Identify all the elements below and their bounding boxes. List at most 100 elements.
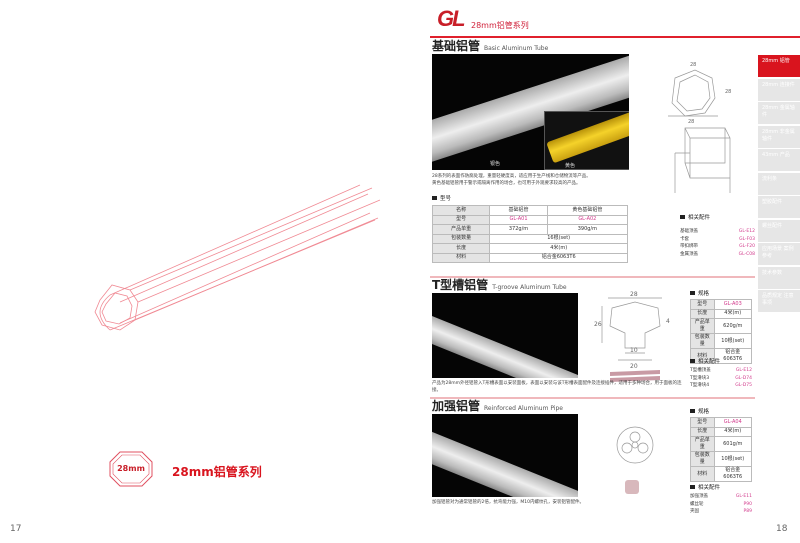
svg-text:28: 28 — [630, 291, 638, 298]
sidebar-item[interactable]: 塑胶配件 — [758, 196, 800, 218]
yellow-label: 黄色 — [565, 163, 576, 169]
reinforced-photo — [432, 414, 578, 497]
basic-tube-photo: 黄色 银色 — [432, 54, 629, 170]
section-divider — [430, 397, 755, 399]
brand-logo: GL — [437, 6, 466, 31]
accessory-heading: 相关配件 — [690, 359, 720, 366]
sidebar-item[interactable]: 28mm 非金属轴件 — [758, 125, 800, 148]
sidebar-item[interactable]: 技术参数 — [758, 266, 800, 289]
table-cell: 620g/m — [713, 318, 752, 334]
svg-text:10: 10 — [630, 347, 638, 354]
section-divider — [430, 276, 755, 278]
spec-heading: 规格 — [690, 291, 709, 298]
table-row: 材料铝合金6063T6 — [431, 252, 628, 263]
svg-text:26: 26 — [594, 321, 602, 328]
table-cell: 16根(set) — [489, 233, 628, 244]
table-cell: 产品单重 — [690, 318, 715, 334]
table-cell: 铝合金6063T6 — [713, 348, 752, 364]
accessory-heading: 相关配件 — [680, 215, 710, 222]
table-cell: 产品单重 — [431, 224, 491, 235]
table-cell: 4米(m) — [489, 243, 628, 254]
sidebar-item[interactable]: 28mm 金属轴件 — [758, 102, 800, 124]
reinforced-drawing — [616, 426, 654, 494]
sidebar-item[interactable]: 28mm 铝管 — [758, 55, 800, 77]
table-row: 材料铝合金6063T6 — [690, 466, 752, 482]
table-cell: GL-A02 — [546, 214, 629, 225]
accessory-heading: 相关配件 — [690, 485, 720, 492]
table-cell: 型号 — [690, 299, 715, 310]
table-cell: 长度 — [431, 243, 491, 254]
table-cell: GL-A04 — [713, 417, 752, 428]
table-cell: 10根(set) — [713, 333, 752, 349]
table-cell: 铝合金6063T6 — [489, 252, 628, 263]
series-badge-icon — [109, 451, 153, 487]
svg-text:28: 28 — [688, 119, 694, 125]
silver-label: 银色 — [490, 161, 501, 167]
table-cell: GL-A01 — [489, 214, 548, 225]
table-cell: 390g/m — [546, 224, 629, 235]
table-cell: 黄色基础铝管 — [546, 205, 629, 216]
spec-heading: 型号 — [432, 196, 451, 203]
header-divider — [430, 36, 800, 38]
table-cell: 601g/m — [713, 436, 752, 452]
table-cell: 产品单重 — [690, 436, 715, 452]
table-cell: 铝合金6063T6 — [713, 466, 752, 482]
tgroove-note: 产品为28mm外径铝管入T形槽表面以安装面板，表面以安装与该T形槽表面配件及连接… — [432, 381, 682, 393]
sidebar-item[interactable]: 28mm 连接件 — [758, 78, 800, 101]
svg-text:4: 4 — [666, 318, 670, 325]
table-cell: 材料 — [431, 252, 491, 263]
table-cell: 长度 — [690, 426, 715, 437]
spec-heading: 规格 — [690, 409, 709, 416]
sidebar-item[interactable]: 流利条 — [758, 172, 800, 195]
sidebar-item[interactable]: 螺丝配件 — [758, 219, 800, 242]
table-cell: 基础铝管 — [489, 205, 548, 216]
sidebar-item[interactable]: 应用场景 案例参考 — [758, 243, 800, 265]
sidebar-item[interactable]: 43mm 产品 — [758, 149, 800, 171]
table-cell: GL-A03 — [713, 299, 752, 310]
series-title: 28mm铝管系列 — [172, 465, 262, 479]
note-line: 28系列的表面作防腐处理，重量轻硬度高，适应用于生产线和仓储物流等产品。 — [432, 174, 591, 179]
table-cell: 包装数量 — [431, 233, 491, 244]
page-number-right: 18 — [776, 524, 788, 534]
table-cell: 4米(m) — [713, 426, 752, 437]
table-cell: 型号 — [690, 417, 715, 428]
note-line: 黄色基础铝管用于警示或隔离作用的场合，也可用于外观要求较高的产品。 — [432, 181, 581, 186]
tgroove-photo — [432, 293, 578, 378]
table-cell: 名称 — [431, 205, 491, 216]
reinforced-note: 加强铝管对为通常铝管的2倍，抗弯能力强，M10内螺纹孔，安装铝管配件。 — [432, 500, 584, 505]
svg-text:28: 28 — [725, 89, 731, 95]
tgroove-drawing: 28 26 10 20 4 — [594, 291, 670, 382]
header-subtitle: 28mm铝管系列 — [471, 21, 529, 30]
table-row: 名称基础铝管黄色基础铝管 — [431, 205, 629, 216]
table-cell: 包装数量 — [690, 333, 715, 349]
table-cell: 4米(m) — [713, 308, 752, 319]
sidebar-item[interactable]: 品质规定 注意事项 — [758, 290, 800, 312]
series-badge-label: 28mm — [117, 464, 145, 473]
svg-text:28: 28 — [690, 62, 696, 68]
basic-notes: 28系列的表面作防腐处理，重量轻硬度高，适应用于生产线和仓储物流等产品。黄色基础… — [432, 173, 632, 187]
basic-tube-drawings: 28 28 28 — [668, 62, 731, 193]
